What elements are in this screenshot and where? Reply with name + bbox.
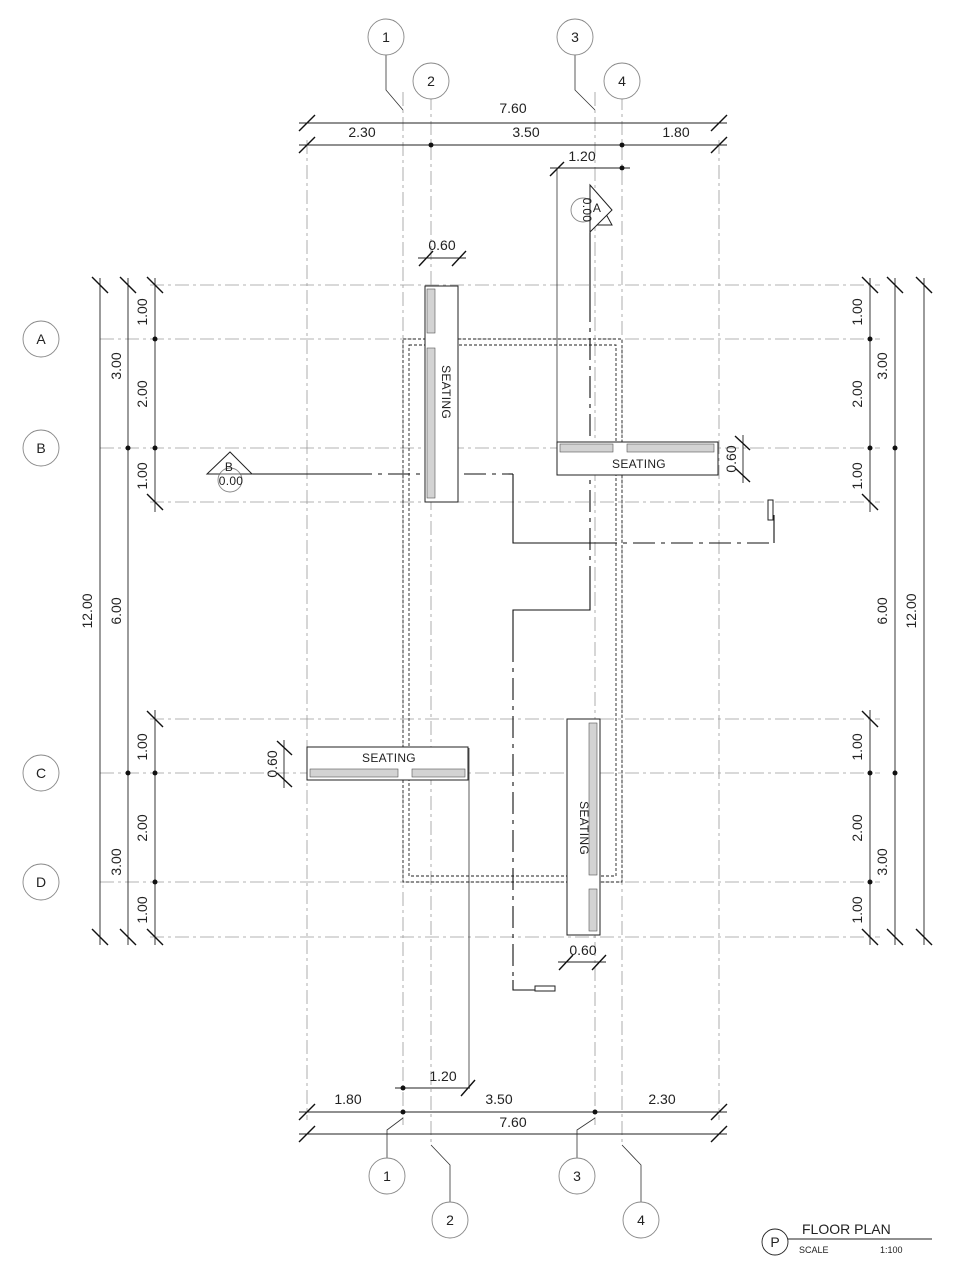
grid-bubble-d bbox=[22, 863, 60, 901]
bench-4-depth: 0.60 bbox=[569, 942, 596, 958]
dim-right-mid: 6.00 bbox=[874, 597, 890, 624]
grid-bubble-a bbox=[22, 320, 60, 358]
dim-left-bottom: 3.00 bbox=[108, 848, 124, 875]
top-dimensions: 7.60 2.30 3.50 1.80 1.20 bbox=[298, 100, 728, 445]
dim-top-offset: 1.20 bbox=[568, 148, 595, 164]
grid-label-4-bottom: 4 bbox=[637, 1212, 645, 1228]
title-text: FLOOR PLAN bbox=[802, 1221, 891, 1237]
grid-label-3-top: 3 bbox=[571, 29, 579, 45]
dim-right-3: 1.00 bbox=[849, 462, 865, 489]
dim-top-c: 1.80 bbox=[662, 124, 689, 140]
grid-bubble-2-bottom bbox=[431, 1201, 469, 1239]
dim-left-3: 1.00 bbox=[134, 462, 150, 489]
leader-1-top bbox=[385, 55, 404, 111]
title-block: P FLOOR PLAN SCALE 1:100 bbox=[761, 1221, 932, 1256]
dim-bottom-a: 1.80 bbox=[334, 1091, 361, 1107]
dim-left-top: 3.00 bbox=[108, 352, 124, 379]
grid-label-4-top: 4 bbox=[618, 73, 626, 89]
scale-label: SCALE bbox=[799, 1245, 829, 1255]
dim-right-top: 3.00 bbox=[874, 352, 890, 379]
section-a-level: 0.00 bbox=[580, 198, 594, 223]
dim-right-1: 1.00 bbox=[849, 298, 865, 325]
column-bubbles-top: 1 2 3 4 bbox=[367, 18, 641, 111]
dim-right-5: 2.00 bbox=[849, 814, 865, 841]
section-a-letter: A bbox=[593, 201, 601, 215]
grid-bubble-4-bottom bbox=[622, 1201, 660, 1239]
left-dimensions: 12.00 3.00 6.00 3.00 1.00 2.00 1.00 1.00… bbox=[79, 276, 164, 946]
grid-label-a: A bbox=[36, 331, 46, 347]
bench-3: SEATING 0.60 bbox=[264, 740, 469, 788]
grid-label-c: C bbox=[36, 765, 46, 781]
dim-bottom-c: 2.30 bbox=[648, 1091, 675, 1107]
leader-3-bottom bbox=[576, 1117, 596, 1158]
leader-2-bottom bbox=[430, 1144, 451, 1202]
title-mark: P bbox=[770, 1234, 779, 1250]
section-marker-b: B 0.00 bbox=[205, 451, 254, 493]
grid-bubble-1-top bbox=[367, 18, 405, 56]
dim-left-4: 1.00 bbox=[134, 733, 150, 760]
grid-bubble-b bbox=[22, 429, 60, 467]
dim-right-6: 1.00 bbox=[849, 896, 865, 923]
section-b-level: 0.00 bbox=[219, 474, 244, 488]
dim-right-bottom: 3.00 bbox=[874, 848, 890, 875]
bench-1: SEATING 0.60 bbox=[418, 237, 467, 503]
dim-left-2: 2.00 bbox=[134, 380, 150, 407]
grid-label-b: B bbox=[36, 440, 45, 456]
leader-1-bottom bbox=[386, 1117, 404, 1158]
grid-label-2-bottom: 2 bbox=[446, 1212, 454, 1228]
grid-bubble-c bbox=[22, 754, 60, 792]
dim-right-total: 12.00 bbox=[903, 593, 919, 628]
grid-bubble-4-top bbox=[603, 62, 641, 100]
grid-bubble-3-top bbox=[556, 18, 594, 56]
dim-bottom-offset: 1.20 bbox=[429, 1068, 456, 1084]
bench-2: SEATING 0.60 bbox=[556, 435, 751, 483]
grid-label-2-top: 2 bbox=[427, 73, 435, 89]
dim-left-5: 2.00 bbox=[134, 814, 150, 841]
leader-3-top bbox=[574, 55, 596, 111]
dim-left-mid: 6.00 bbox=[108, 597, 124, 624]
bench-1-label: SEATING bbox=[439, 365, 453, 419]
dim-top-b: 3.50 bbox=[512, 124, 539, 140]
scale-value: 1:100 bbox=[880, 1245, 903, 1255]
leader-4-bottom bbox=[621, 1144, 642, 1202]
section-marker-a: A 0.00 bbox=[570, 183, 613, 234]
dim-bottom-total: 7.60 bbox=[499, 1114, 526, 1130]
bench-1-depth: 0.60 bbox=[428, 237, 455, 253]
bottom-dimensions: 1.20 1.80 3.50 2.30 7.60 bbox=[298, 748, 728, 1143]
grid-bubble-2-top bbox=[412, 62, 450, 100]
section-lines bbox=[252, 230, 775, 992]
grid-label-1-top: 1 bbox=[382, 29, 390, 45]
dim-right-4: 1.00 bbox=[849, 733, 865, 760]
bench-4-label: SEATING bbox=[577, 801, 591, 855]
dim-bottom-b: 3.50 bbox=[485, 1091, 512, 1107]
dim-left-1: 1.00 bbox=[134, 298, 150, 325]
column-bubbles-bottom: 1 2 3 4 bbox=[368, 1117, 660, 1239]
right-dimensions: 1.00 2.00 1.00 1.00 2.00 1.00 3.00 6.00 … bbox=[849, 276, 933, 946]
grid-bubble-3-bottom bbox=[558, 1157, 596, 1195]
bench-2-depth: 0.60 bbox=[723, 445, 739, 472]
section-b-letter: B bbox=[225, 460, 233, 474]
grid-bubble-1-bottom bbox=[368, 1157, 406, 1195]
dim-right-2: 2.00 bbox=[849, 380, 865, 407]
grid-label-3-bottom: 3 bbox=[573, 1168, 581, 1184]
bench-3-depth: 0.60 bbox=[264, 750, 280, 777]
bench-3-label: SEATING bbox=[362, 751, 416, 765]
bench-4: SEATING 0.60 bbox=[558, 718, 607, 971]
dim-left-6: 1.00 bbox=[134, 896, 150, 923]
row-bubbles: A B C D bbox=[22, 320, 60, 901]
dim-left-total: 12.00 bbox=[79, 593, 95, 628]
grid-lines bbox=[100, 92, 880, 1145]
dim-top-a: 2.30 bbox=[348, 124, 375, 140]
grid-label-d: D bbox=[36, 874, 46, 890]
grid-label-1-bottom: 1 bbox=[383, 1168, 391, 1184]
bench-2-label: SEATING bbox=[612, 457, 666, 471]
dim-top-total: 7.60 bbox=[499, 100, 526, 116]
